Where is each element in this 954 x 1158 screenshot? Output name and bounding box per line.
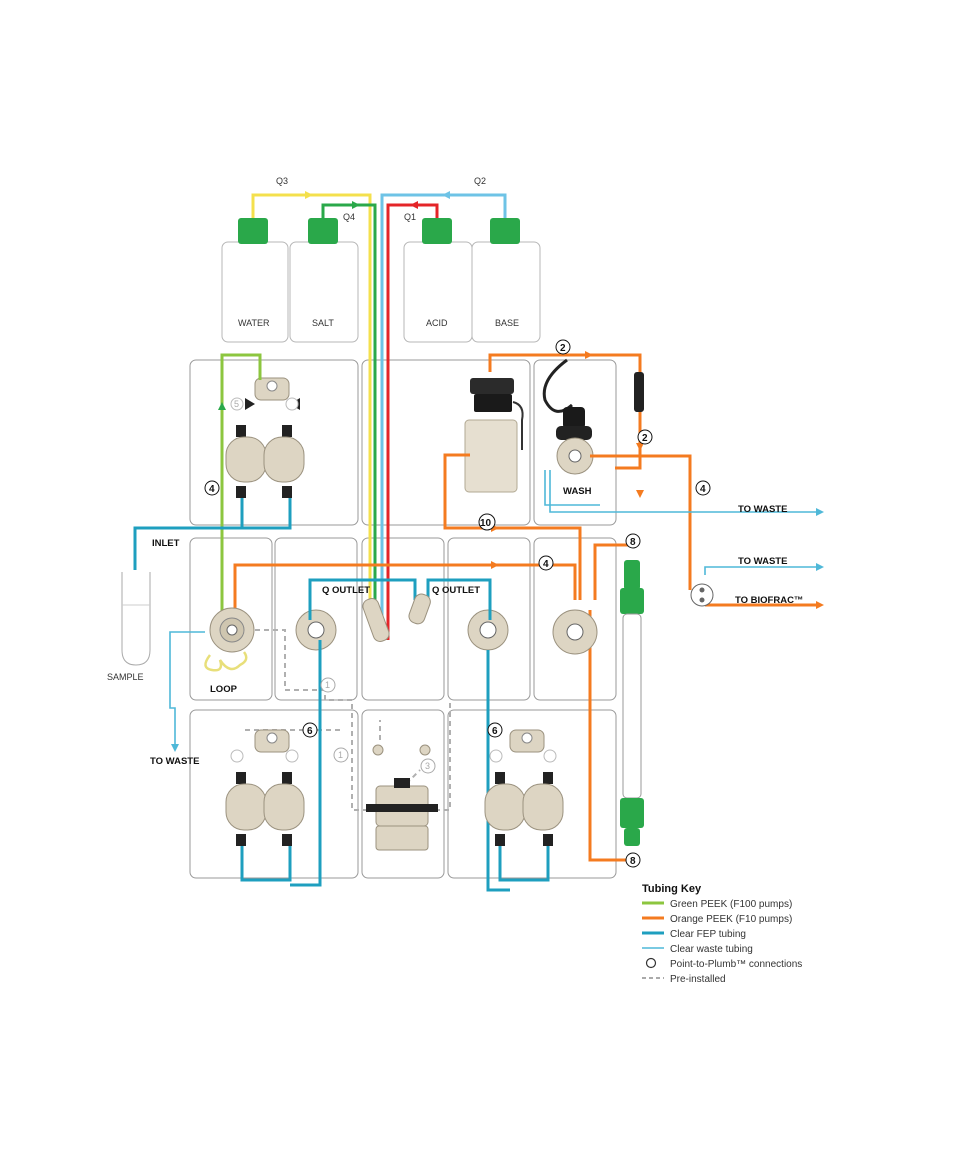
connection-number-6a: 6 — [307, 726, 313, 737]
key-item-green: Green PEEK (F100 pumps) — [670, 899, 792, 910]
bottle-label-salt: SALT — [312, 318, 334, 328]
label-q-outlet-left: Q OUTLET — [322, 585, 370, 596]
arrow-waste-left — [171, 744, 179, 752]
arrow-orange-3 — [636, 490, 644, 498]
flow-label-q3: Q3 — [276, 176, 288, 186]
label-to-biofrac: TO BIOFRAC™ — [735, 595, 803, 606]
column — [620, 560, 644, 846]
tubing-key-title: Tubing Key — [642, 883, 702, 895]
key-item-preinstalled: Pre-installed — [670, 974, 726, 985]
label-to-waste-1: TO WASTE — [738, 504, 787, 515]
connection-number-3: 3 — [425, 761, 430, 771]
tubing-key: Tubing Key Green PEEK (F100 pumps) Orang… — [642, 883, 802, 985]
outlet-valve-left — [296, 610, 336, 650]
connection-number-4a: 4 — [209, 484, 215, 495]
sample-tube — [122, 572, 150, 665]
key-item-orange: Orange PEEK (F10 pumps) — [670, 914, 792, 925]
bottle-label-water: WATER — [238, 318, 270, 328]
connection-number-4c: 4 — [543, 559, 549, 570]
arrow-waste-1 — [816, 508, 824, 516]
connection-number-1a: 1 — [325, 680, 330, 690]
connection-number-6b: 6 — [492, 726, 498, 737]
label-q-outlet-right: Q OUTLET — [432, 585, 480, 596]
key-swatch-connection — [647, 959, 656, 968]
label-inlet: INLET — [152, 538, 180, 549]
bottle-label-acid: ACID — [426, 318, 448, 328]
connection-number-1b: 1 — [338, 750, 343, 760]
bottle-water: WATER — [222, 218, 288, 342]
key-item-fep: Clear FEP tubing — [670, 929, 746, 940]
bottle-label-base: BASE — [495, 318, 519, 328]
flow-label-q2: Q2 — [474, 176, 486, 186]
arrow-q1 — [410, 201, 418, 209]
connection-number-8a: 8 — [630, 537, 636, 548]
bottle-acid: ACID — [404, 218, 472, 342]
label-loop: LOOP — [210, 684, 238, 695]
arrow-q2 — [442, 191, 450, 199]
outlet-valve-right — [468, 610, 508, 650]
connection-number-5: 5 — [234, 399, 239, 409]
key-item-connection: Point-to-Plumb™ connections — [670, 959, 802, 970]
connection-number-8b: 8 — [630, 856, 636, 867]
bottle-base: BASE — [472, 218, 540, 342]
label-to-waste-2: TO WASTE — [738, 556, 787, 567]
connection-number-2b: 2 — [642, 433, 648, 444]
label-to-waste-left: TO WASTE — [150, 756, 199, 767]
connection-number-10: 10 — [480, 518, 492, 529]
connection-number-2a: 2 — [560, 343, 566, 354]
arrow-biofrac — [816, 601, 824, 609]
arrow-q3 — [305, 191, 313, 199]
arrow-waste-2 — [816, 563, 824, 571]
flow-label-q4: Q4 — [343, 212, 355, 222]
wash-label: WASH — [563, 486, 592, 497]
bottle-salt: SALT — [290, 218, 358, 342]
arrow-q4 — [352, 201, 360, 209]
arrow-orange-2 — [636, 443, 644, 451]
flow-label-q1: Q1 — [404, 212, 416, 222]
label-sample: SAMPLE — [107, 672, 144, 682]
biofrac-splitter — [691, 584, 713, 606]
column-valve — [553, 610, 597, 654]
key-item-waste: Clear waste tubing — [670, 944, 753, 955]
connection-number-4b: 4 — [700, 484, 706, 495]
arrow-orange-1 — [585, 351, 593, 359]
inline-filter — [634, 372, 644, 412]
